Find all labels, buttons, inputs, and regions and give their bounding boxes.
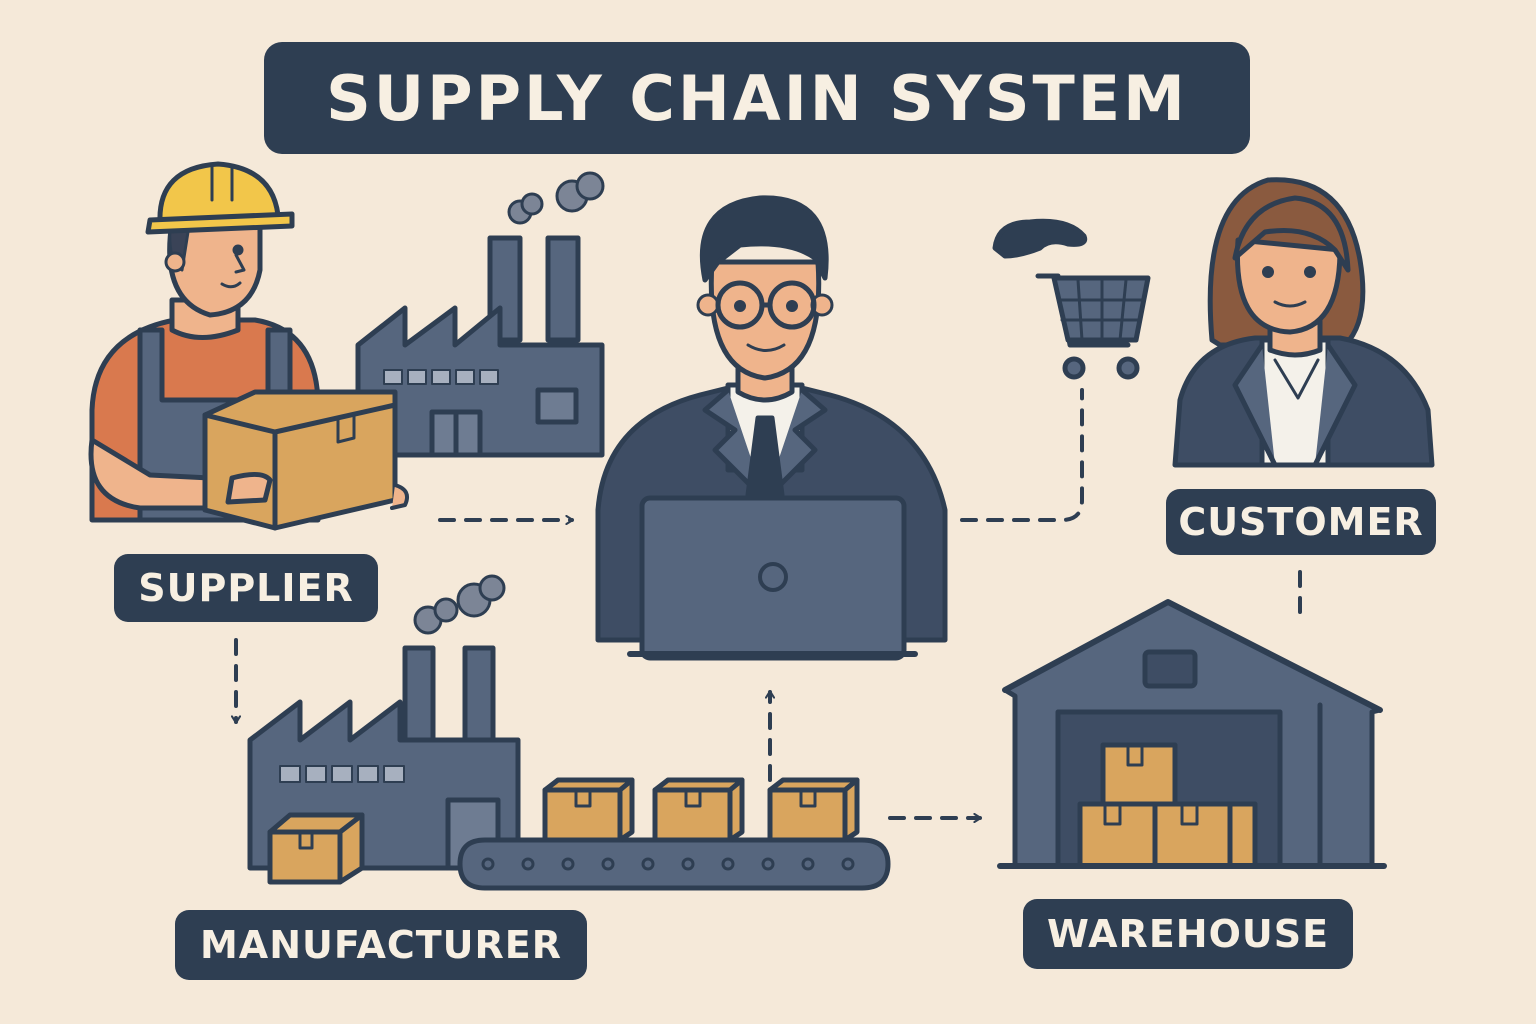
customer-icon: [1172, 177, 1435, 468]
shopping-cart-icon: [1035, 273, 1151, 380]
title-banner: SUPPLY CHAIN SYSTEM: [264, 42, 1250, 154]
cardboard-box-icon: [267, 812, 365, 885]
supplier-label: SUPPLIER: [114, 554, 378, 622]
warehouse-label: WAREHOUSE: [1023, 899, 1353, 969]
manufacturer-label: MANUFACTURER: [175, 910, 587, 980]
cardboard-box-icon: [652, 777, 745, 843]
laptop-icon: [627, 495, 918, 661]
page-title: SUPPLY CHAIN SYSTEM: [326, 61, 1188, 135]
conveyor-icon: [457, 837, 891, 891]
customer-label: CUSTOMER: [1166, 489, 1436, 555]
warehouse-icon: [997, 599, 1387, 869]
cap-icon: [992, 218, 1088, 259]
cardboard-box-icon: [767, 777, 860, 843]
worker-icon: [88, 161, 409, 531]
cardboard-box-icon: [542, 777, 635, 843]
flow-connectors: [236, 388, 1302, 818]
factory-icon: [355, 171, 605, 458]
link-manager-to-cart: [960, 388, 1084, 522]
